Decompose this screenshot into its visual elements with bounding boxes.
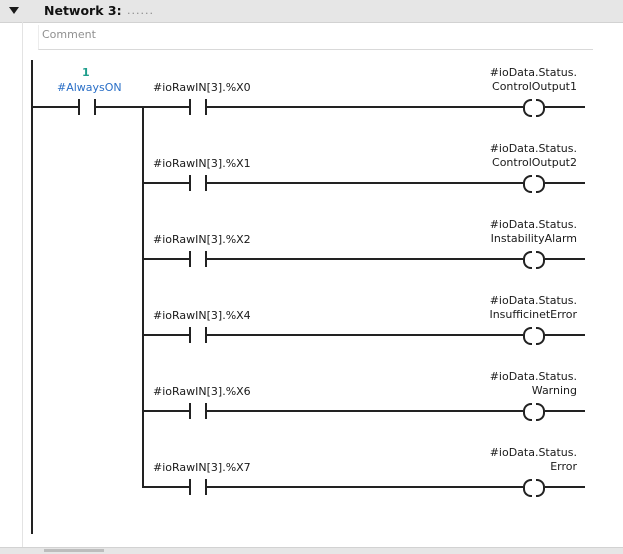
coil-operand-line2: Warning — [531, 384, 577, 397]
coil-operand[interactable]: #ioData.Status. ControlOutput2 — [437, 142, 577, 170]
next-network-header[interactable] — [0, 547, 623, 554]
coil-operand-line1: #ioData.Status. — [489, 446, 577, 459]
wire — [207, 258, 523, 260]
no-contact[interactable] — [189, 251, 207, 267]
no-contact[interactable] — [189, 99, 207, 115]
contact-operand[interactable]: #ioRawIN[3].%X4 — [153, 309, 251, 322]
wire — [207, 106, 523, 108]
output-coil[interactable] — [523, 479, 545, 497]
output-coil[interactable] — [523, 175, 545, 193]
coil-operand-line1: #ioData.Status. — [489, 218, 577, 231]
no-contact[interactable] — [189, 327, 207, 343]
network-comment-field[interactable]: Comment — [38, 25, 593, 50]
wire — [545, 106, 585, 108]
output-coil[interactable] — [523, 403, 545, 421]
always-on-value: 1 — [82, 66, 90, 79]
always-on-operand[interactable]: #AlwaysON — [57, 81, 122, 94]
coil-operand-line1: #ioData.Status. — [489, 294, 577, 307]
network-header[interactable]: Network 3: ...... — [0, 0, 623, 23]
contact-operand[interactable]: #ioRawIN[3].%X7 — [153, 461, 251, 474]
contact-operand[interactable]: #ioRawIN[3].%X2 — [153, 233, 251, 246]
output-coil[interactable] — [523, 251, 545, 269]
wire — [545, 182, 585, 184]
wire — [144, 182, 189, 184]
wire — [207, 410, 523, 412]
coil-operand-line2: ControlOutput1 — [492, 80, 577, 93]
coil-operand[interactable]: #ioData.Status. Error — [437, 446, 577, 474]
coil-operand[interactable]: #ioData.Status. Warning — [437, 370, 577, 398]
coil-operand-line2: Error — [550, 460, 577, 473]
output-coil[interactable] — [523, 99, 545, 117]
branch-vertical — [142, 106, 144, 488]
wire — [96, 106, 144, 108]
network-gutter — [22, 22, 23, 547]
power-rail — [31, 60, 33, 534]
wire — [144, 334, 189, 336]
network-title-field[interactable]: ...... — [127, 4, 154, 17]
contact-operand[interactable]: #ioRawIN[3].%X0 — [153, 81, 251, 94]
wire — [545, 486, 585, 488]
wire — [144, 410, 189, 412]
wire — [207, 334, 523, 336]
wire — [545, 258, 585, 260]
wire — [545, 410, 585, 412]
wire — [144, 486, 189, 488]
always-on-contact[interactable] — [78, 99, 96, 115]
output-coil[interactable] — [523, 327, 545, 345]
network-title: Network 3: — [44, 3, 122, 18]
wire — [144, 106, 189, 108]
collapse-triangle-icon[interactable] — [9, 7, 19, 14]
coil-operand-line2: InsufficinetError — [489, 308, 577, 321]
no-contact[interactable] — [189, 175, 207, 191]
comment-placeholder: Comment — [42, 28, 96, 41]
no-contact[interactable] — [189, 479, 207, 495]
wire — [144, 258, 189, 260]
coil-operand-line1: #ioData.Status. — [489, 142, 577, 155]
wire — [207, 182, 523, 184]
coil-operand-line1: #ioData.Status. — [489, 370, 577, 383]
wire — [33, 106, 78, 108]
coil-operand[interactable]: #ioData.Status. InsufficinetError — [437, 294, 577, 322]
coil-operand-line2: InstabilityAlarm — [490, 232, 577, 245]
next-network-title-fragment — [44, 549, 104, 552]
wire — [207, 486, 523, 488]
wire — [545, 334, 585, 336]
contact-operand[interactable]: #ioRawIN[3].%X6 — [153, 385, 251, 398]
no-contact[interactable] — [189, 403, 207, 419]
coil-operand-line1: #ioData.Status. — [489, 66, 577, 79]
contact-operand[interactable]: #ioRawIN[3].%X1 — [153, 157, 251, 170]
coil-operand-line2: ControlOutput2 — [492, 156, 577, 169]
coil-operand[interactable]: #ioData.Status. InstabilityAlarm — [437, 218, 577, 246]
coil-operand[interactable]: #ioData.Status. ControlOutput1 — [437, 66, 577, 94]
